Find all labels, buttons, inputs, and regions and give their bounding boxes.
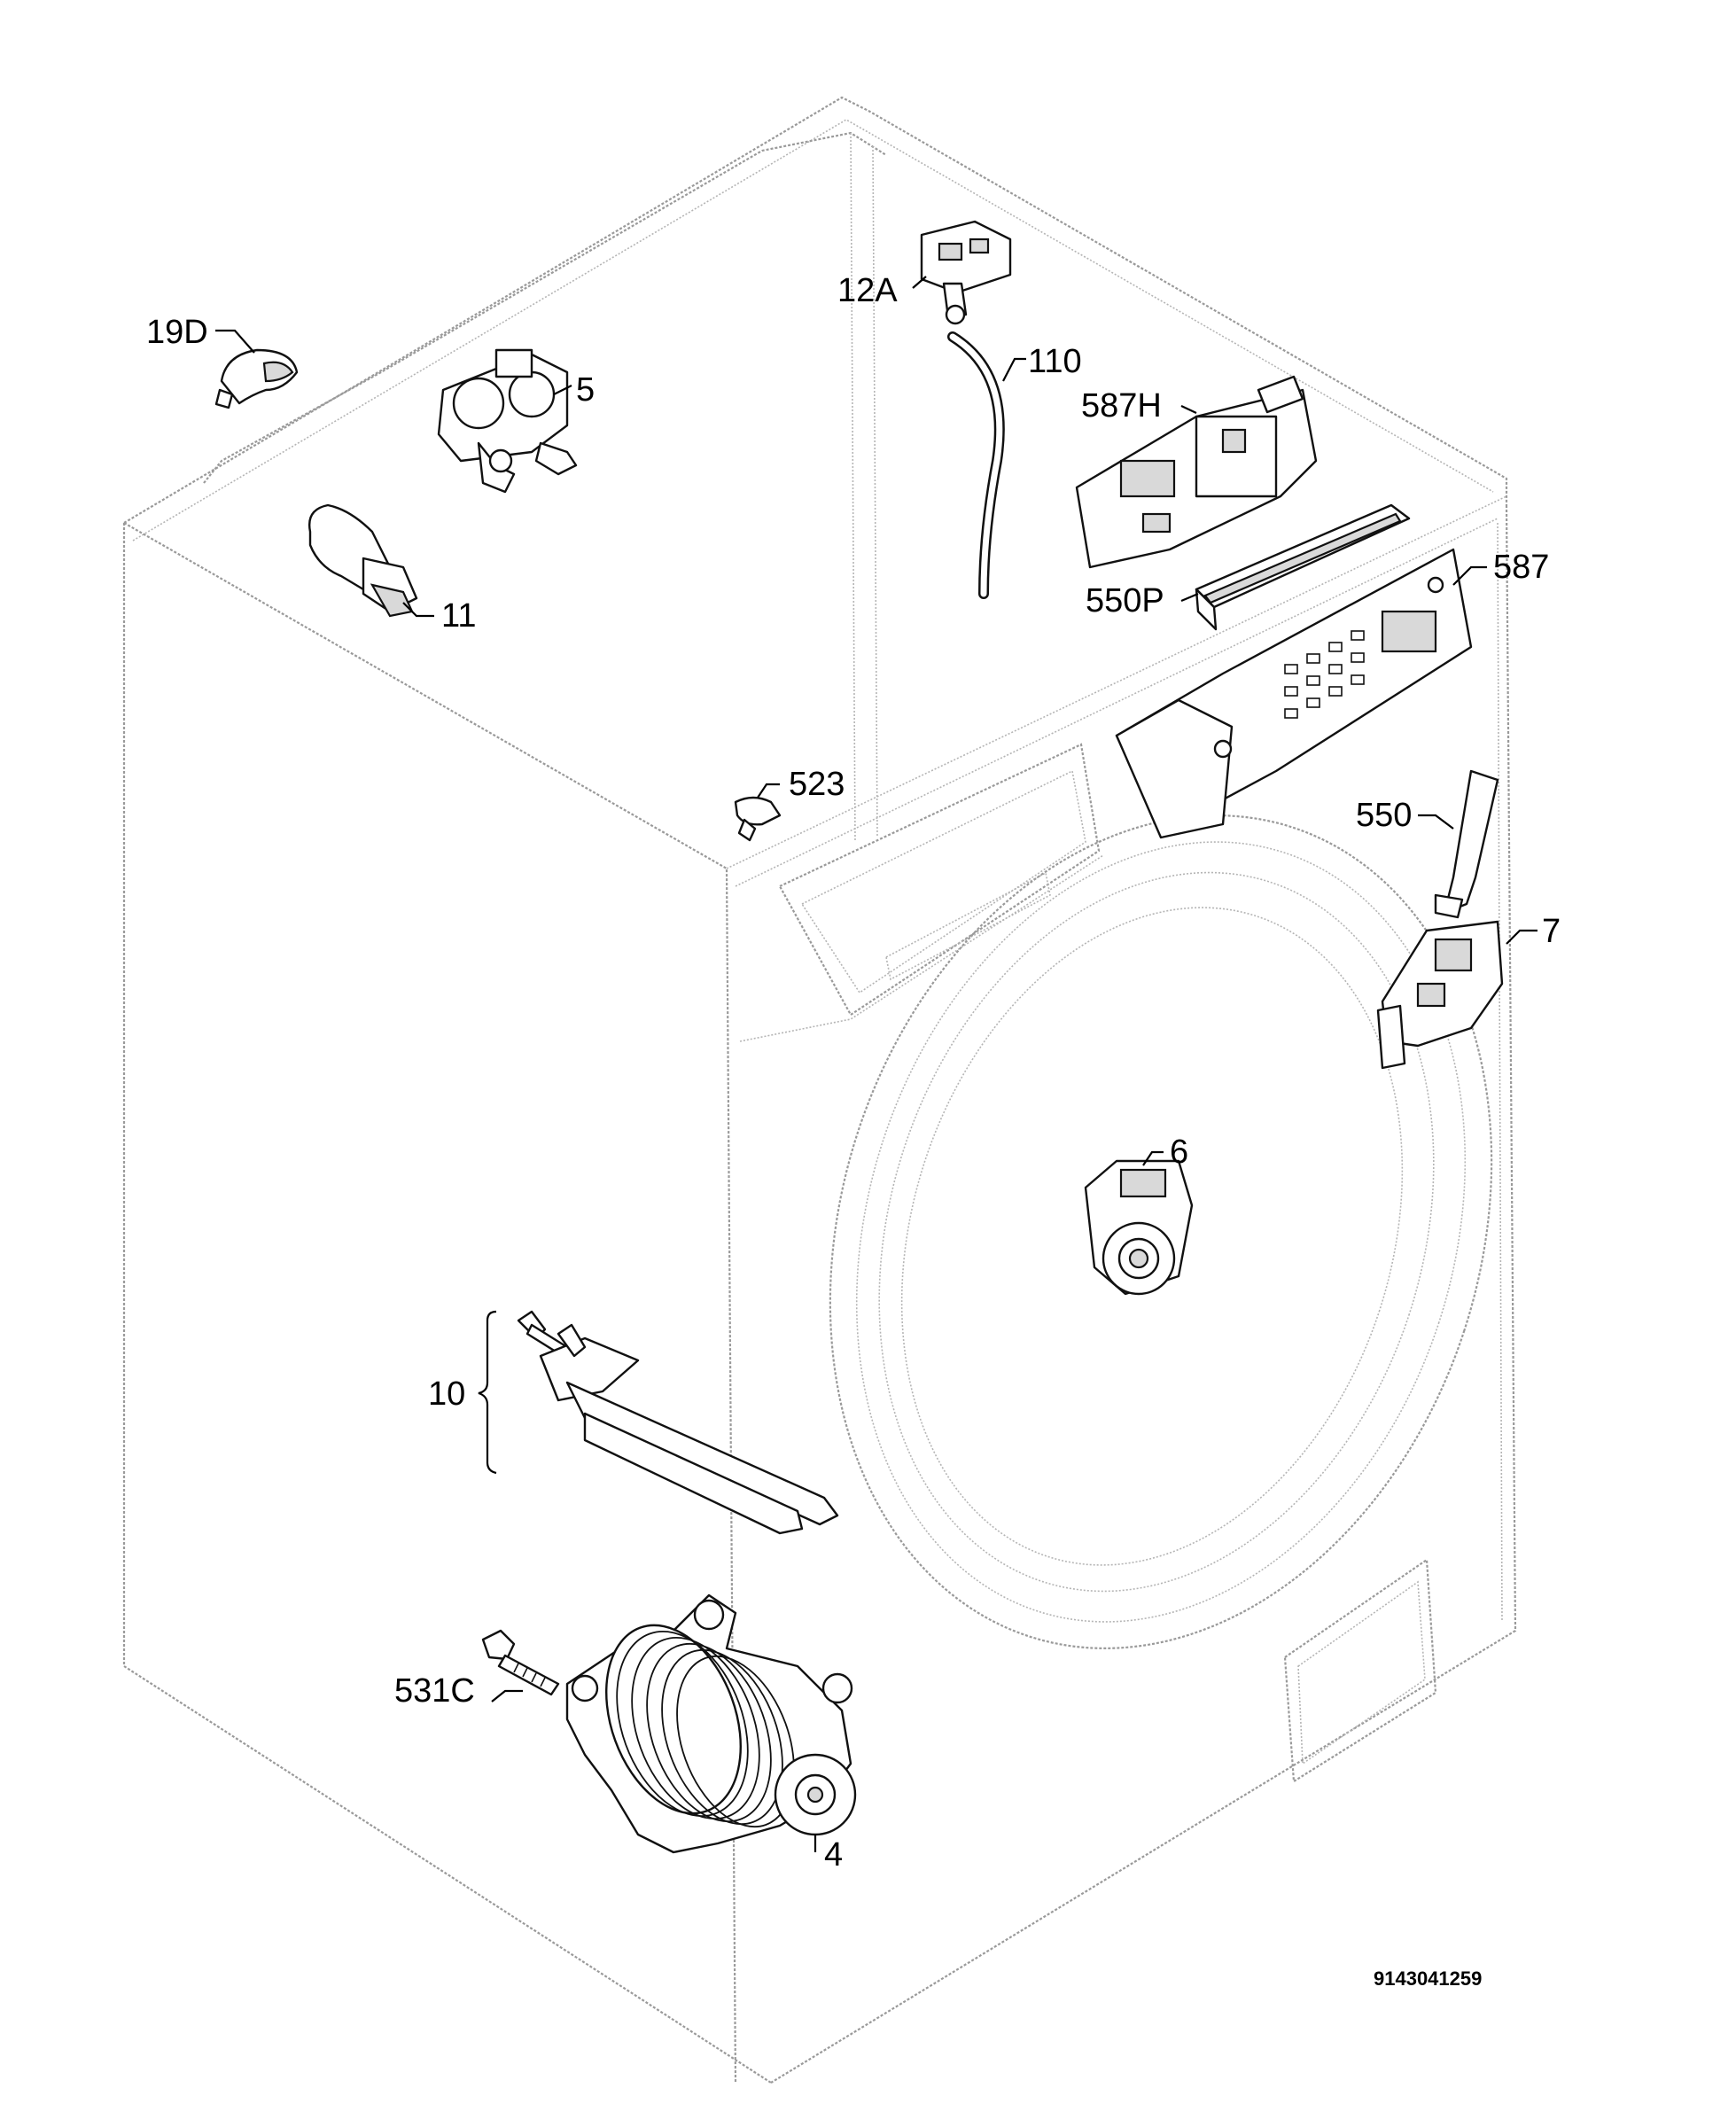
label-4: 4 xyxy=(824,1836,843,1874)
label-550p: 550P xyxy=(1086,582,1164,619)
part-10-heater-drawing xyxy=(478,1310,839,1535)
part-110-hose-drawing xyxy=(947,331,1005,599)
label-19d: 19D xyxy=(146,314,208,351)
label-523: 523 xyxy=(789,766,845,803)
part-5-water-valve-drawing xyxy=(437,348,578,494)
label-587h: 587H xyxy=(1081,387,1162,425)
diagram-code: 9143041259 xyxy=(1374,1967,1482,1990)
part-587-display-board-drawing xyxy=(1115,548,1473,839)
part-4-motor-drawing xyxy=(565,1593,857,1854)
part-11-drawing xyxy=(308,503,418,618)
label-110: 110 xyxy=(1028,343,1082,380)
label-12a: 12A xyxy=(837,272,898,309)
cabinet-outline xyxy=(122,96,1517,2084)
part-523-clip-drawing xyxy=(734,796,782,842)
part-7-door-lock-drawing xyxy=(1376,920,1504,1070)
part-12a-pressure-switch-drawing xyxy=(920,220,1012,325)
part-587h-board-drawing xyxy=(1075,375,1318,569)
part-550p-bar-drawing xyxy=(1195,503,1411,631)
part-19d-drawing xyxy=(214,348,299,409)
label-11: 11 xyxy=(441,597,476,635)
label-587: 587 xyxy=(1493,549,1549,586)
part-550-lever-drawing xyxy=(1434,769,1499,919)
part-6-drain-pump-drawing xyxy=(1084,1159,1194,1296)
part-531c-bolt-drawing xyxy=(481,1629,560,1696)
label-7: 7 xyxy=(1542,913,1561,950)
label-10: 10 xyxy=(428,1375,465,1413)
leader-lines xyxy=(215,276,1537,1852)
label-6: 6 xyxy=(1170,1134,1188,1171)
part-labels: 19D 5 11 12A 110 587H 550P 587 523 550 7… xyxy=(146,272,1561,1990)
label-5: 5 xyxy=(576,371,595,409)
label-550: 550 xyxy=(1356,797,1412,834)
label-531c: 531C xyxy=(394,1672,475,1710)
